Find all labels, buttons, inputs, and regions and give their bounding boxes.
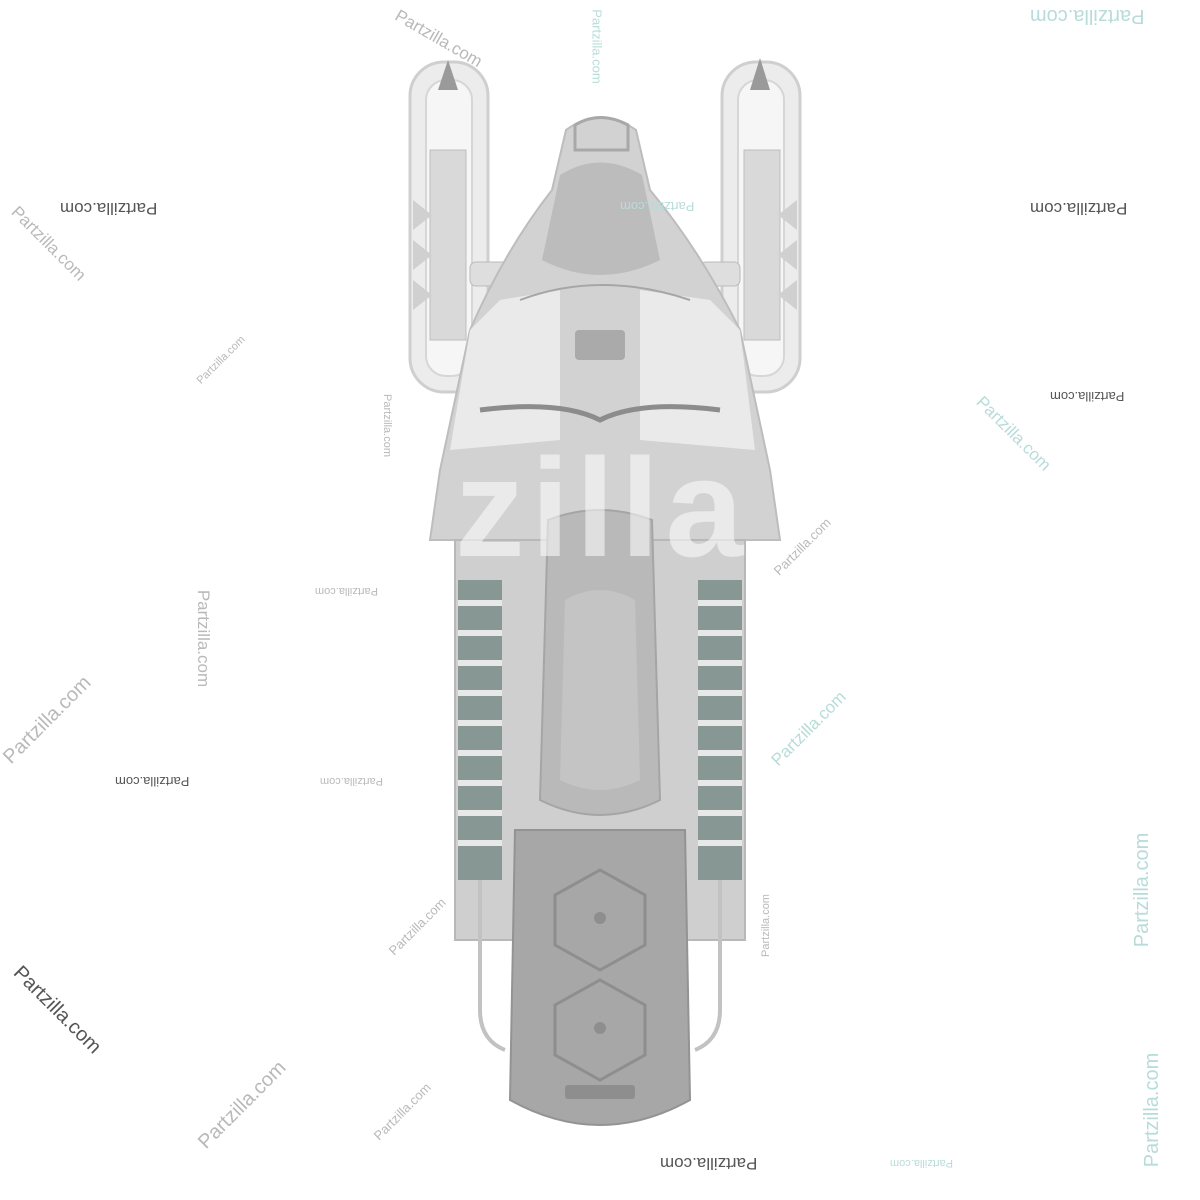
watermark-text: Partzilla.com	[380, 394, 393, 457]
watermark-text: Partzilla.com	[194, 589, 214, 688]
watermark-text: Partzilla.com	[1050, 389, 1125, 404]
watermark-text: Partzilla.com	[1030, 199, 1128, 218]
watermark-text: Partzilla.com	[315, 585, 378, 597]
watermark-text: Partzilla.com	[1141, 1052, 1164, 1168]
rear-bumper-rails	[478, 880, 722, 1052]
watermark-text: Partzilla.com	[589, 9, 605, 84]
watermark-text: Partzilla.com	[1131, 832, 1154, 948]
watermark-text: Partzilla.com	[115, 774, 190, 789]
hood	[428, 116, 782, 541]
right-ski	[720, 58, 802, 394]
left-ski	[408, 60, 490, 394]
watermark-text: Partzilla.com	[660, 1154, 758, 1173]
watermark-text: Partzilla.com	[620, 199, 695, 214]
watermark-text: Partzilla.com	[320, 775, 383, 787]
watermark-text: Partzilla.com	[890, 1157, 953, 1169]
watermark-text: Partzilla.com	[60, 199, 158, 218]
watermark-text: Partzilla.com	[759, 894, 772, 957]
overlay-watermark-text: zilla	[454, 429, 750, 586]
handlebar	[479, 404, 721, 423]
watermark-text: Partzilla.com	[1030, 5, 1145, 27]
